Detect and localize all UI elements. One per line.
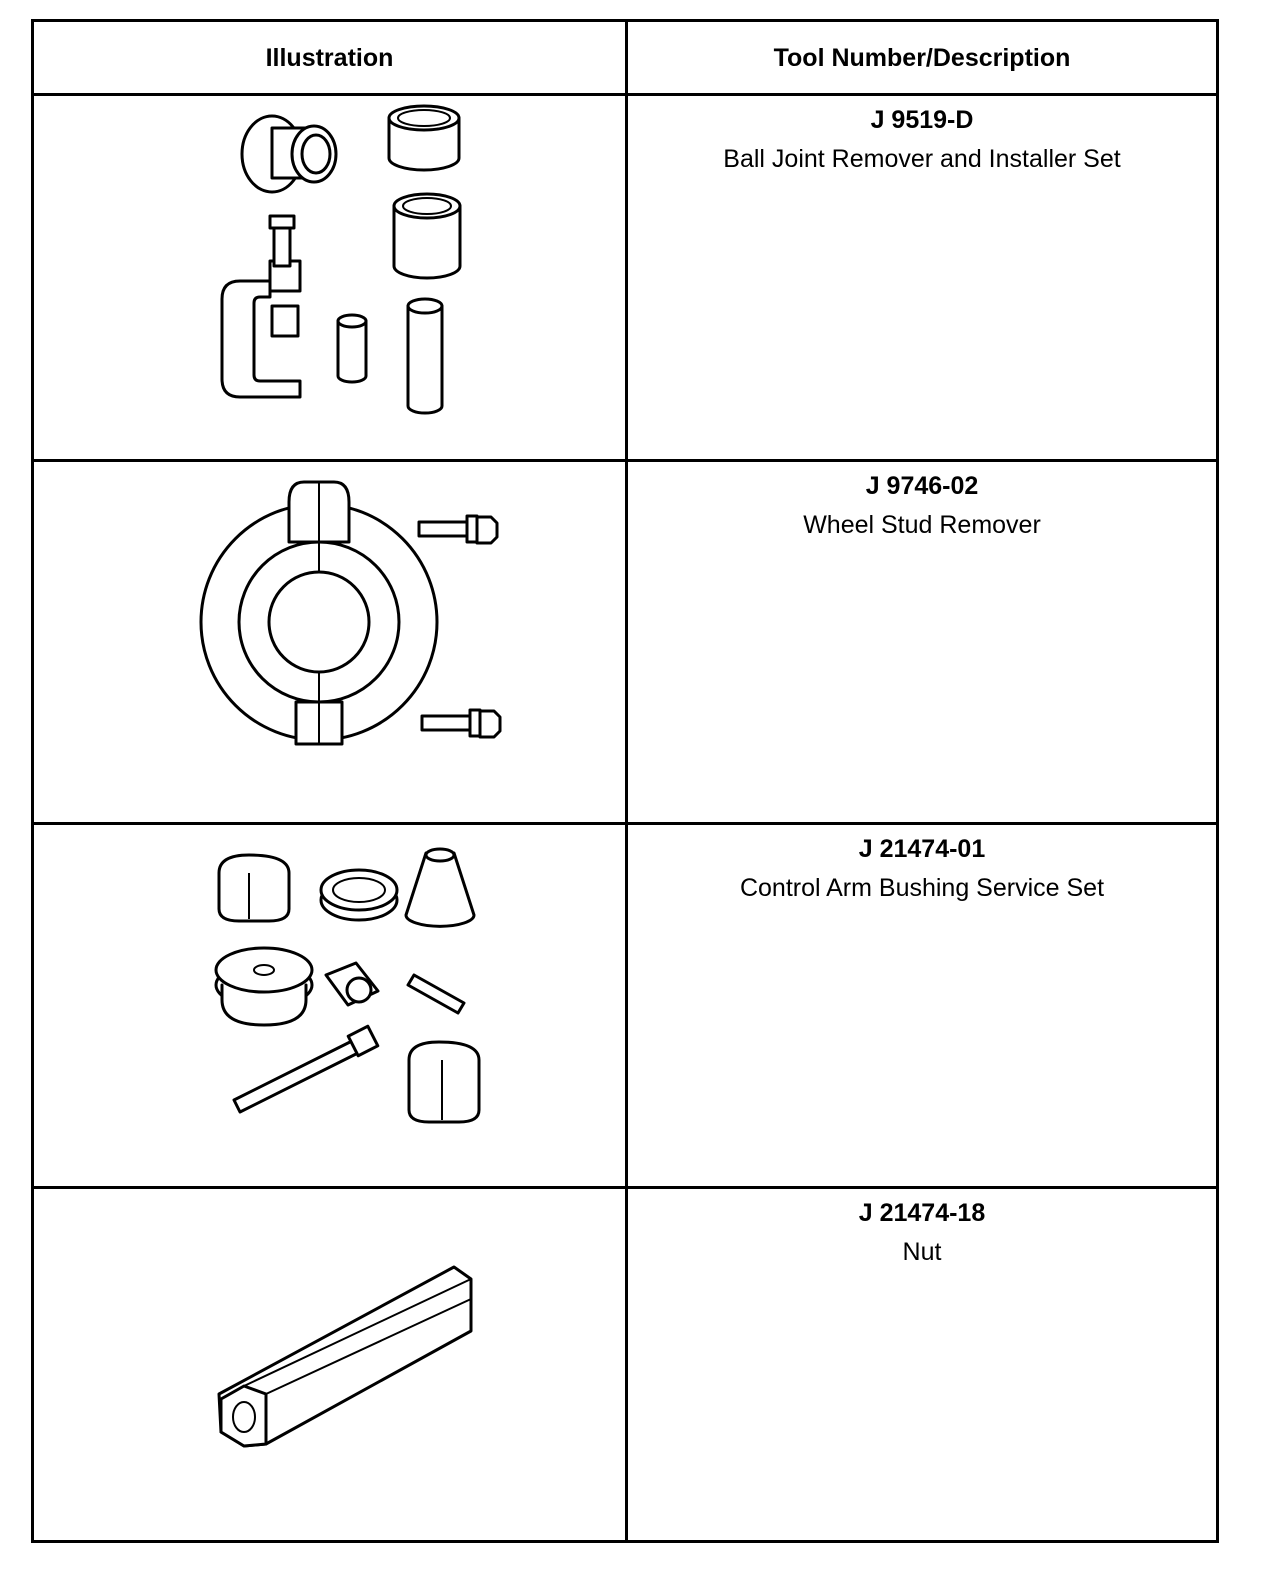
- tool-description: Control Arm Bushing Service Set: [739, 874, 1105, 902]
- tool-number: J 9746-02: [865, 472, 979, 500]
- header-illustration: Illustration: [265, 43, 394, 72]
- header-tool-number: Tool Number/Description: [773, 43, 1071, 72]
- table-row: J 9519-D Ball Joint Remover and Installe…: [628, 96, 1216, 174]
- tool-number: J 21474-18: [858, 1199, 986, 1227]
- tool-table: Illustration Tool Number/Description J 9…: [31, 19, 1219, 1543]
- header-divider: [34, 93, 1216, 96]
- row-divider: [34, 459, 1216, 462]
- tool-description: Nut: [902, 1238, 942, 1266]
- column-divider: [625, 22, 628, 1540]
- tool-number: J 9519-D: [870, 106, 974, 134]
- row-divider: [34, 822, 1216, 825]
- table-row: J 9746-02 Wheel Stud Remover: [628, 462, 1216, 540]
- tool-number: J 21474-01: [858, 835, 986, 863]
- row-divider: [34, 1186, 1216, 1189]
- wheel-stud-remover-illustration: [34, 462, 625, 822]
- bushing-service-set-illustration: [34, 825, 625, 1186]
- tool-description: Ball Joint Remover and Installer Set: [723, 145, 1121, 173]
- ball-joint-set-illustration: [34, 96, 625, 459]
- hex-nut-illustration: [34, 1189, 625, 1540]
- tool-description: Wheel Stud Remover: [803, 511, 1041, 539]
- table-row: J 21474-01 Control Arm Bushing Service S…: [628, 825, 1216, 903]
- table-row: J 21474-18 Nut: [628, 1189, 1216, 1267]
